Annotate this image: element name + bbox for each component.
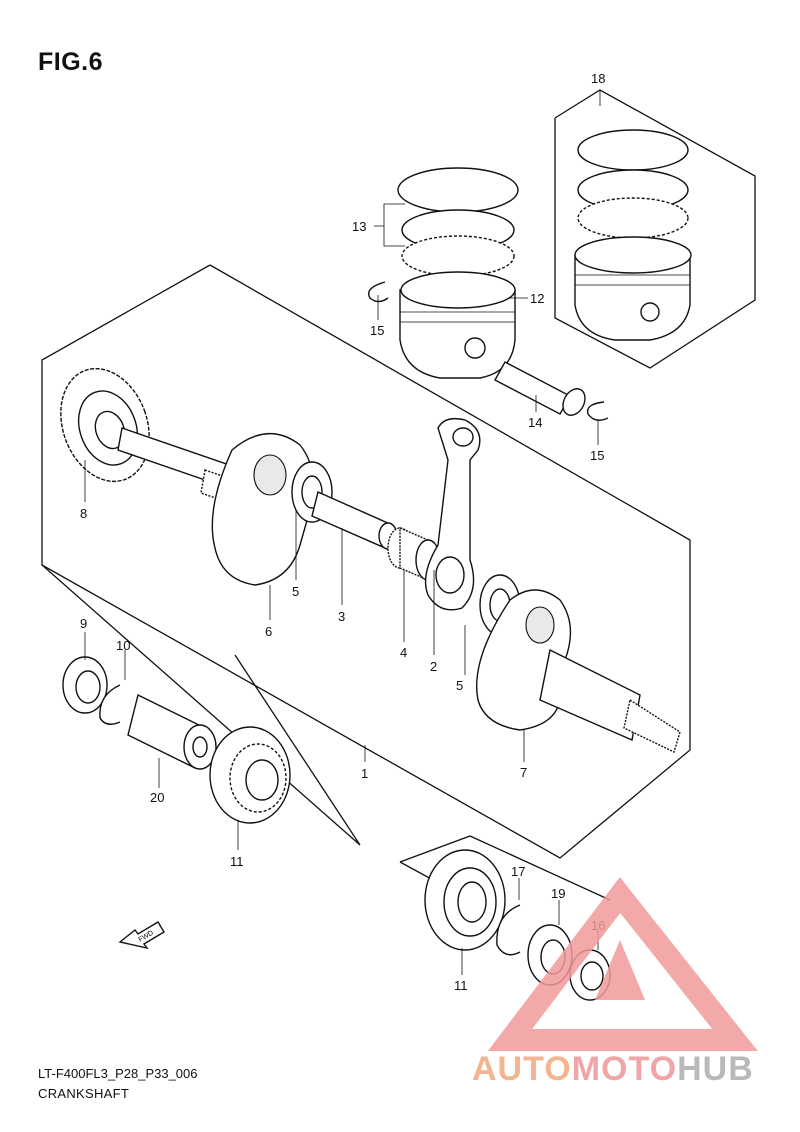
callout-2: 2 bbox=[430, 659, 437, 674]
callout-17: 17 bbox=[511, 864, 525, 879]
piston-kit-frame bbox=[554, 89, 756, 369]
left-crank-web bbox=[117, 427, 315, 586]
callout-15-left: 15 bbox=[370, 323, 384, 338]
leader-lines bbox=[84, 203, 599, 975]
circlip-10 bbox=[99, 684, 121, 725]
callout-7: 7 bbox=[520, 765, 527, 780]
piston-rings bbox=[397, 167, 519, 277]
bearing-9 bbox=[62, 656, 108, 714]
callout-15-right: 15 bbox=[590, 448, 604, 463]
callout-8: 8 bbox=[80, 506, 87, 521]
watermark-logo bbox=[487, 877, 758, 1051]
right-crank-web bbox=[475, 589, 681, 753]
bearing-11-lower bbox=[424, 849, 506, 951]
circlip-17 bbox=[496, 904, 521, 956]
watermark-text: AUTOMOTOHUB bbox=[472, 1050, 754, 1089]
piston bbox=[399, 271, 516, 379]
figure-reference-code: LT-F400FL3_P28_P33_006 bbox=[38, 1066, 198, 1081]
callout-5-left: 5 bbox=[292, 584, 299, 599]
callout-11-lower: 11 bbox=[454, 978, 468, 993]
callout-3: 3 bbox=[338, 609, 345, 624]
callout-13: 13 bbox=[352, 219, 366, 234]
callout-14: 14 bbox=[528, 415, 542, 430]
callout-5-right: 5 bbox=[456, 678, 463, 693]
circlips bbox=[367, 281, 609, 421]
callout-11-upper: 11 bbox=[230, 854, 244, 869]
callout-4: 4 bbox=[400, 645, 407, 660]
callout-19: 19 bbox=[551, 886, 565, 901]
crank-pin bbox=[311, 491, 398, 550]
piston-pin bbox=[494, 361, 586, 416]
watermark-moto: MOTO bbox=[571, 1050, 678, 1088]
balancer-shaft bbox=[127, 693, 217, 770]
watermark-auto: AUTO bbox=[472, 1050, 572, 1088]
figure-title: FIG.6 bbox=[38, 48, 104, 76]
connecting-rod bbox=[424, 417, 481, 611]
callout-20: 20 bbox=[150, 790, 164, 805]
figure-caption: CRANKSHAFT bbox=[38, 1086, 130, 1101]
fwd-arrow: FWD bbox=[118, 921, 165, 950]
crankshaft-assembly-frame bbox=[41, 264, 691, 859]
callout-1: 1 bbox=[361, 766, 368, 781]
watermark-hub: HUB bbox=[677, 1050, 754, 1088]
callout-6: 6 bbox=[265, 624, 272, 639]
callout-10: 10 bbox=[116, 638, 130, 653]
crank-gear bbox=[60, 367, 150, 483]
bearing-11-upper bbox=[209, 726, 291, 824]
callout-12: 12 bbox=[530, 291, 544, 306]
callout-9: 9 bbox=[80, 616, 87, 631]
callout-18: 18 bbox=[591, 71, 605, 86]
callout-labels: 1 2 3 4 5 5 6 7 8 9 10 11 11 12 13 14 15… bbox=[80, 71, 605, 993]
piston-kit bbox=[574, 129, 692, 341]
